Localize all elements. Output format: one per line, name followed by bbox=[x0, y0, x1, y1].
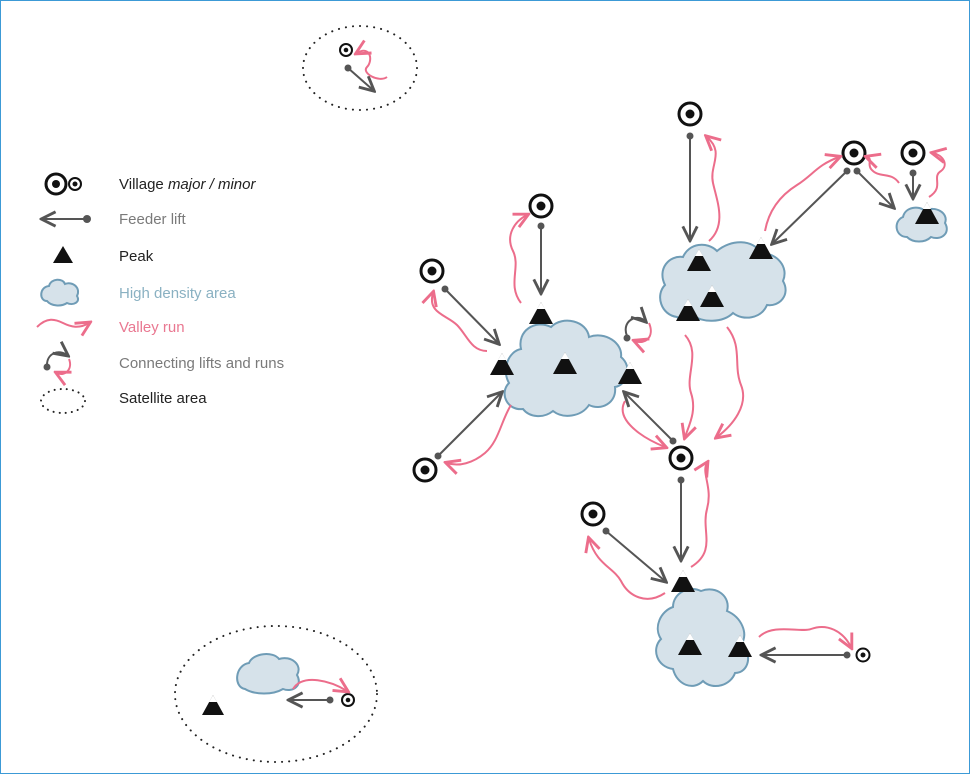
peak-icon bbox=[53, 246, 73, 263]
cloud-icon bbox=[40, 278, 79, 307]
village-central-bottom-left bbox=[412, 393, 512, 483]
peaks-south bbox=[671, 570, 752, 657]
village-south-east bbox=[758, 626, 871, 661]
legend-village-label: Village major / minor bbox=[119, 176, 256, 193]
satellite-area-bottom bbox=[174, 625, 378, 763]
legend-satellite-label: Satellite area bbox=[119, 390, 207, 407]
village-north-east-top bbox=[677, 101, 719, 241]
village-central-top bbox=[509, 193, 554, 304]
satellite-area-top bbox=[302, 25, 418, 111]
village-hub bbox=[623, 326, 745, 471]
connecting-loop-central bbox=[623, 318, 652, 342]
village-icon bbox=[44, 172, 82, 196]
high-density-area-south bbox=[655, 588, 750, 688]
peaks-central bbox=[490, 302, 642, 384]
valley-run-icon bbox=[36, 318, 89, 327]
legend-high-density-label: High density area bbox=[119, 285, 236, 302]
legend: Village major / minor Feeder lift Peak H… bbox=[36, 172, 284, 414]
legend-valley-run-label: Valley run bbox=[119, 319, 185, 336]
dotted-ellipse-icon bbox=[40, 388, 86, 414]
legend-feeder-lift-label: Feeder lift bbox=[119, 211, 187, 228]
peaks-north-east bbox=[676, 237, 773, 321]
high-density-area-far-east bbox=[895, 202, 948, 243]
village-central-left bbox=[419, 258, 498, 352]
high-density-area-north-east bbox=[659, 241, 787, 322]
feeder-lift-icon bbox=[43, 215, 91, 223]
village-south-west bbox=[580, 501, 665, 600]
connecting-loop-icon bbox=[43, 352, 71, 374]
village-far-east bbox=[853, 140, 945, 207]
legend-peak-label: Peak bbox=[119, 248, 154, 265]
village-north-east-right bbox=[764, 140, 867, 243]
south-links bbox=[678, 463, 710, 568]
legend-connecting-label: Connecting lifts and runs bbox=[119, 355, 284, 372]
